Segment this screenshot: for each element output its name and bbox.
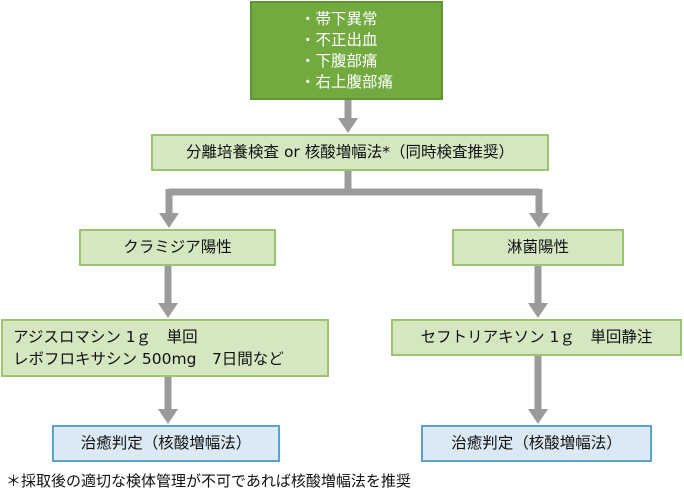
connector-test-branch <box>165 171 543 215</box>
arrowhead-cure-right <box>528 409 548 424</box>
gonorrhea-cure-box: 治癒判定（核酸増幅法） <box>421 425 652 462</box>
gonorrhea-cure-label: 治癒判定（核酸増幅法） <box>451 433 622 452</box>
symptoms-list: ・帯下異常 ・不正出血 ・下腹部痛 ・右上腹部痛 <box>300 9 393 93</box>
test-label: 分離培養検査 or 核酸増幅法*（同時検査推奨） <box>186 142 514 161</box>
chlamydia-label: クラミジア陽性 <box>123 237 232 256</box>
gonorrhea-treatment-label: セフトリアキソン 1ｇ 単回静注 <box>420 327 653 346</box>
chlamydia-cure-label: 治癒判定（核酸増幅法） <box>80 433 252 452</box>
arrowhead-gonorrhea-treatment <box>528 303 548 318</box>
gonorrhea-label: 淋菌陽性 <box>506 237 569 256</box>
symptom-item: ・不正出血 <box>299 30 378 49</box>
chlamydia-treatment-box: アジスロマシン 1ｇ 単回 レボフロキサシン 500mg 7日間など <box>1 319 329 377</box>
gonorrhea-treatment-box: セフトリアキソン 1ｇ 単回静注 <box>391 319 682 356</box>
footnote: ＊採取後の適切な検体管理が不可であれば核酸増幅法を推奨 <box>6 472 411 490</box>
arrowhead-chlamydia-treatment <box>158 303 178 318</box>
chlamydia-positive-box: クラミジア陽性 <box>79 229 276 266</box>
symptom-item: ・右上腹部痛 <box>299 72 393 91</box>
arrowhead-test <box>338 118 358 133</box>
symptom-item: ・下腹部痛 <box>299 51 378 70</box>
test-box: 分離培養検査 or 核酸増幅法*（同時検査推奨） <box>151 134 549 171</box>
chlamydia-treatment-line2: レボフロキサシン 500mg 7日間など <box>13 350 284 368</box>
arrowhead-gonorrhea <box>529 213 549 228</box>
symptom-item: ・帯下異常 <box>299 9 378 28</box>
arrowhead-chlamydia <box>159 213 179 228</box>
arrowhead-cure-left <box>158 409 178 424</box>
chlamydia-treatment-line1: アジスロマシン 1ｇ 単回 <box>13 328 198 346</box>
chlamydia-cure-box: 治癒判定（核酸増幅法） <box>52 425 280 462</box>
gonorrhea-positive-box: 淋菌陽性 <box>452 229 624 266</box>
symptoms-box: ・帯下異常 ・不正出血 ・下腹部痛 ・右上腹部痛 <box>250 1 443 100</box>
chlamydia-treatment-lines: アジスロマシン 1ｇ 単回 レボフロキサシン 500mg 7日間など <box>13 326 284 370</box>
